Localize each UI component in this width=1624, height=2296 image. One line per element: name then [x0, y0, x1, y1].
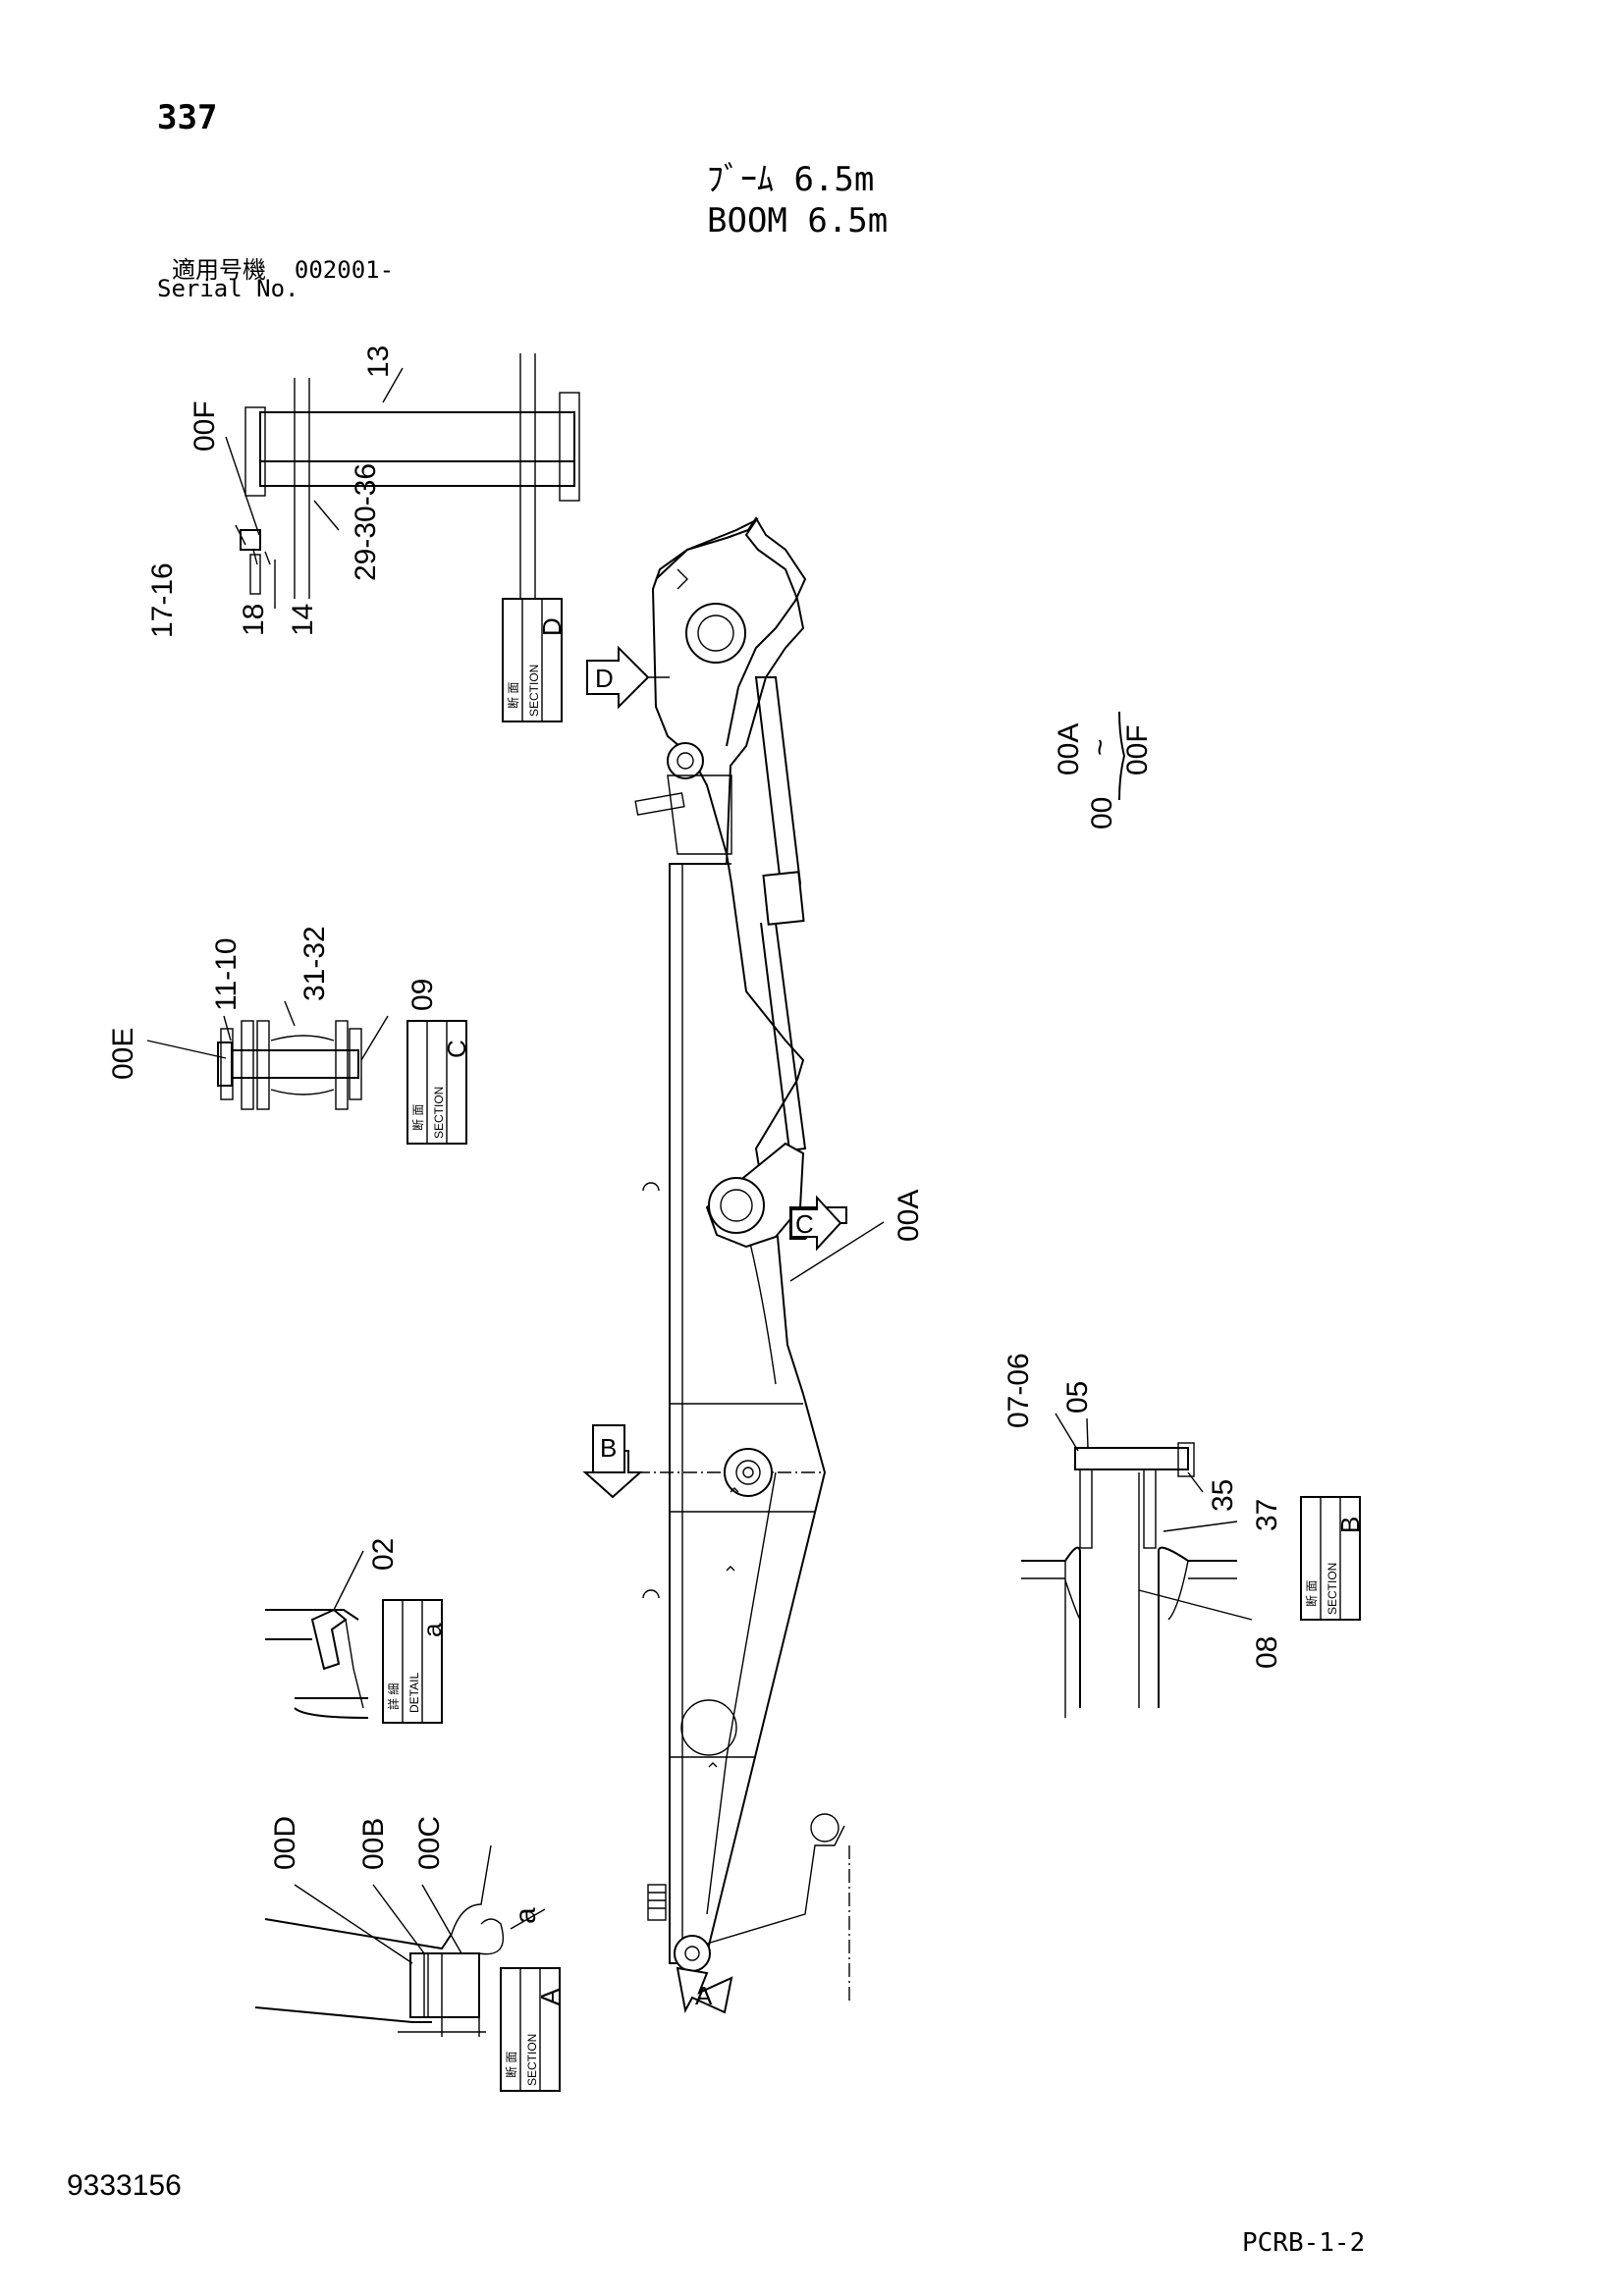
arrow-c: C — [789, 1195, 847, 1252]
part-label-00A-range: 00A — [1053, 723, 1085, 775]
section-b-box-jp: 断 面 — [1304, 1580, 1319, 1607]
section-c-box: 断 面 SECTION C — [406, 1020, 471, 1145]
serial-label-japanese: 適用号機 — [172, 256, 266, 284]
part-label-29-30-36: 29-30-36 — [350, 463, 382, 581]
boom-center-pin-boss — [724, 1448, 773, 1497]
section-a-detail — [254, 1844, 505, 2037]
drawing-number: 9333156 — [67, 2169, 182, 2202]
section-d-box-jp: 断 面 — [506, 682, 520, 709]
part-label-00C: 00C — [413, 1816, 446, 1870]
part-label-11-10: 11-10 — [210, 937, 243, 1011]
part-label-a: a — [510, 1907, 542, 1924]
cylinder-pin-boss — [708, 1177, 765, 1234]
section-b-box: 断 面 SECTION B — [1300, 1496, 1365, 1621]
section-c-box-en: SECTION — [432, 1087, 446, 1139]
section-b-leaders — [1055, 1413, 1253, 1621]
section-c-box-letter: C — [442, 1040, 471, 1058]
section-b-box-en: SECTION — [1326, 1563, 1339, 1615]
arm-cylinder-pin — [667, 742, 704, 779]
section-a-box: 断 面 SECTION A — [500, 1967, 565, 2092]
part-label-18: 18 — [238, 604, 270, 636]
section-d-detail — [240, 353, 580, 609]
part-label-35: 35 — [1207, 1479, 1239, 1512]
title-japanese: ﾌﾞｰﾑ 6.5m — [707, 160, 875, 199]
part-label-09: 09 — [406, 979, 439, 1011]
section-c-leaders — [146, 1000, 389, 1061]
part-label-00F: 00F — [189, 400, 221, 452]
section-c-box-jp: 断 面 — [410, 1104, 425, 1131]
part-label-07-06: 07-06 — [1002, 1353, 1035, 1428]
boom-cylinder — [705, 676, 807, 1249]
arrow-c-letter: C — [795, 1209, 814, 1239]
part-label-00B: 00B — [357, 1818, 390, 1870]
sheet-code: PCRB-1-2 — [1242, 2228, 1366, 2258]
part-00A-callout: 00A — [789, 1190, 925, 1282]
part-label-00D: 00D — [269, 1816, 301, 1870]
part-label-00-group: 00 — [1086, 797, 1118, 829]
part-label-00E: 00E — [107, 1028, 139, 1080]
section-b-box-letter: B — [1335, 1517, 1365, 1533]
section-a-labels: 00D 00B 00C a — [269, 1816, 542, 1924]
arm-pin-boss — [685, 603, 746, 664]
arrow-b: B — [582, 1424, 643, 1499]
arrow-a-letter: A — [695, 1981, 713, 2010]
serial-line-japanese: 適用号機 002001- — [172, 250, 394, 285]
part-label-05: 05 — [1061, 1381, 1094, 1414]
part-label-17-16: 17-16 — [146, 562, 179, 638]
detail-a-box-en: DETAIL — [407, 1673, 421, 1713]
part-label-13: 13 — [362, 346, 395, 378]
serial-value: 002001- — [294, 256, 395, 284]
part-group-label: 00 00A ~ 00F — [1053, 711, 1154, 829]
part-label-14: 14 — [287, 604, 319, 636]
detail-a — [265, 1550, 369, 1719]
part-label-08: 08 — [1251, 1636, 1283, 1669]
arrow-a: A — [676, 1966, 733, 2014]
section-d-labels: 13 00F 17-16 18 14 29-30-36 — [146, 346, 395, 638]
detail-a-box: 詳 細 DETAIL a — [382, 1599, 447, 1724]
part-label-37: 37 — [1251, 1499, 1283, 1531]
section-d-leaders — [225, 367, 404, 565]
section-b-labels: 07-06 05 35 37 08 — [1002, 1353, 1283, 1669]
part-label-tilde: ~ — [1084, 738, 1116, 756]
section-a-box-jp: 断 面 — [504, 2052, 518, 2078]
part-label-02: 02 — [367, 1538, 400, 1571]
arrow-b-letter: B — [600, 1433, 617, 1463]
part-label-00F-range: 00F — [1121, 724, 1154, 775]
title-english: BOOM 6.5m — [707, 201, 889, 240]
part-label-31-32: 31-32 — [298, 926, 331, 1001]
boom-lightening-hole — [680, 1699, 737, 1756]
boom-main-body — [589, 517, 850, 2002]
detail-a-box-jp: 詳 細 — [386, 1683, 401, 1710]
boom-foot-pin — [674, 1935, 711, 1972]
section-c-labels: 00E 11-10 31-32 09 — [107, 926, 439, 1080]
detail-a-box-letter: a — [417, 1623, 447, 1637]
section-d-box-letter: D — [537, 617, 567, 636]
section-a-box-letter: A — [535, 1988, 565, 2005]
section-c-detail — [217, 1020, 362, 1110]
part-label-00A: 00A — [893, 1190, 925, 1242]
section-a-leaders — [294, 1884, 546, 1964]
boom-top-bracket — [634, 516, 807, 855]
arrow-d-letter: D — [595, 664, 614, 693]
serial-label-english: Serial No. — [157, 275, 299, 302]
arrow-d: D — [586, 645, 670, 710]
page-number: 337 — [157, 98, 218, 137]
section-d-box-en: SECTION — [527, 665, 541, 717]
section-a-box-en: SECTION — [525, 2034, 539, 2086]
section-b-detail — [1021, 1442, 1237, 1718]
section-d-box: 断 面 SECTION D — [502, 598, 567, 722]
